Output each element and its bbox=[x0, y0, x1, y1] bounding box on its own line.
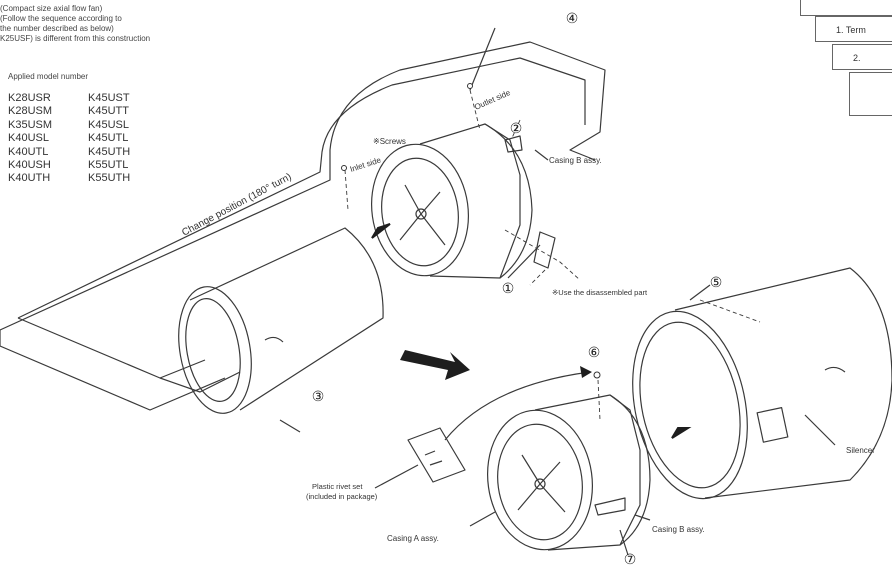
side-tab-2: 2. bbox=[832, 44, 892, 70]
side-tab-0 bbox=[800, 0, 892, 16]
turn-path-outer bbox=[0, 41, 606, 331]
use-disassembled-label: ※Use the disassembled part bbox=[552, 288, 648, 297]
model-item: K40USL bbox=[8, 132, 49, 145]
model-item: K45UTH bbox=[88, 145, 131, 158]
callout-3: ③ bbox=[312, 388, 325, 404]
rivet-label-1: Plastic rivet set bbox=[312, 482, 363, 491]
screw-icon bbox=[467, 83, 473, 89]
screws-label: ※Screws bbox=[373, 137, 406, 146]
rivet-arrow bbox=[444, 371, 591, 441]
silencer-left-body bbox=[189, 227, 384, 411]
header-line-3: the number described as below) bbox=[0, 24, 114, 33]
turn-path-bottom-outer bbox=[0, 330, 226, 411]
header-line-2: (Follow the sequence according to bbox=[0, 14, 122, 23]
casing-b-bottom-label: Casing B assy. bbox=[652, 525, 705, 534]
turn-path-bottom-inner bbox=[17, 317, 206, 379]
casing-a-label: Casing A assy. bbox=[387, 534, 439, 543]
silencer-arrow bbox=[671, 427, 692, 439]
model-item: K55UTH bbox=[88, 172, 131, 185]
rivet-label-2: (included in package) bbox=[306, 492, 378, 501]
model-item: K45USL bbox=[88, 118, 129, 131]
fan-top-arrow bbox=[371, 223, 391, 239]
rivet-bag bbox=[407, 427, 466, 483]
turn-path-inner bbox=[17, 57, 586, 319]
instruction-header: (Compact size axial flow fan) (Follow th… bbox=[0, 4, 150, 44]
model-item: K45UTT bbox=[88, 105, 129, 118]
rivet-arrowhead bbox=[580, 366, 592, 378]
model-column-2: K45UST K45UTT K45USL K45UTL K45UTH K55UT… bbox=[88, 92, 130, 186]
side-tab-1: 1. Term bbox=[815, 16, 892, 42]
fan-top-inlet bbox=[370, 143, 470, 277]
callout-6: ⑥ bbox=[588, 344, 601, 360]
model-item: K45UST bbox=[88, 92, 130, 104]
screw-icon bbox=[593, 371, 601, 379]
model-item: K28USM bbox=[8, 105, 53, 118]
fan-top-body bbox=[419, 123, 533, 279]
move-arrow bbox=[400, 350, 470, 380]
model-item: K40UTH bbox=[8, 172, 51, 185]
model-item: K40USH bbox=[8, 159, 51, 172]
callout-7: ⑦ bbox=[624, 551, 637, 567]
callout-5: ⑤ bbox=[710, 274, 723, 290]
callout-1: ① bbox=[502, 280, 515, 296]
outlet-side-label: Outlet side bbox=[473, 88, 512, 112]
change-position-label: Change position (180° turn) bbox=[180, 171, 293, 238]
silencer-right-body bbox=[674, 267, 892, 499]
model-item: K40UTL bbox=[8, 145, 49, 158]
callout-2: ② bbox=[510, 120, 523, 136]
callout-4: ④ bbox=[566, 10, 579, 26]
inlet-side-label: Inlet side bbox=[349, 155, 383, 174]
model-item: K35USM bbox=[8, 118, 53, 131]
model-column-1: K28USR K28USM K35USM K40USL K40UTL K40US… bbox=[8, 92, 52, 186]
side-tab-3 bbox=[849, 72, 892, 116]
turn-path-end bbox=[159, 371, 241, 393]
model-item: K28USR bbox=[8, 92, 51, 104]
screw-icon bbox=[341, 165, 347, 171]
part-7-clip bbox=[594, 497, 626, 516]
model-item: K45UTL bbox=[88, 132, 129, 145]
part-1-bracket bbox=[533, 231, 556, 269]
silencer-left-face bbox=[178, 286, 252, 414]
casing-b-top-label: Casing B assy. bbox=[549, 156, 602, 165]
model-item: K55UTL bbox=[88, 159, 129, 172]
models-label: Applied model number bbox=[8, 72, 89, 81]
fan-bottom-body bbox=[534, 394, 651, 551]
silencer-right-face bbox=[632, 310, 748, 500]
part-2-clip bbox=[504, 135, 523, 153]
header-line-4: K25USF) is different from this construct… bbox=[0, 34, 151, 43]
header-line-1: (Compact size axial flow fan) bbox=[0, 4, 103, 13]
silencer-label: Silencer bbox=[846, 446, 875, 455]
